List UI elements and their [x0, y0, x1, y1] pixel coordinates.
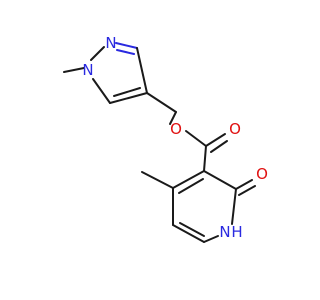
bond-c4-methyl: [141, 171, 174, 189]
bond-c3-c4-ring: [172, 170, 205, 189]
bond-c2-o-ring-inner: [238, 185, 256, 196]
bond-o-carbonyl-c: [185, 130, 207, 147]
bond-c5-c6-ring: [172, 224, 205, 243]
bond-n2-c3: [115, 42, 138, 49]
bond-c6-n1-ring: [203, 235, 219, 243]
atom-pyridone-o-label: O: [256, 165, 268, 183]
bond-c4-ch2: [146, 92, 177, 113]
bond-c5-n1: [92, 78, 111, 104]
bond-carbonyl-c-o-inner: [210, 140, 228, 153]
atom-n-methyl-label: N: [82, 61, 93, 79]
atom-carbonyl-o-label: O: [229, 120, 241, 138]
bond-n1-n2: [90, 46, 105, 61]
bond-c3-c4: [136, 47, 148, 94]
atom-pyridone-h-label: H: [231, 223, 242, 241]
bond-methyl-n1: [63, 67, 85, 73]
bond-carbonyl-c-o: [205, 133, 226, 147]
atom-n2-label: N: [105, 34, 116, 52]
bond-c2-o-ring: [235, 179, 253, 190]
molecule-structure: N N O O O N H: [63, 34, 268, 243]
bond-c3-c4-ring-inner: [178, 178, 204, 194]
bond-carbonyl-c-ring: [203, 145, 207, 172]
atom-labels: N N O O O N H: [82, 34, 268, 241]
bonds: [63, 42, 256, 243]
bond-n2-c3-inner: [116, 49, 135, 55]
bond-n1-c2-ring: [231, 188, 237, 225]
bond-c2-c3-ring: [203, 170, 237, 190]
atom-pyridone-n-label: N: [219, 223, 230, 241]
bond-c4-c5: [109, 92, 148, 104]
bond-c4-c5-inner: [113, 87, 141, 97]
bond-ch2-o: [169, 111, 177, 125]
atom-ester-o-label: O: [170, 120, 182, 138]
bond-c5-c6-ring-inner: [179, 222, 205, 237]
